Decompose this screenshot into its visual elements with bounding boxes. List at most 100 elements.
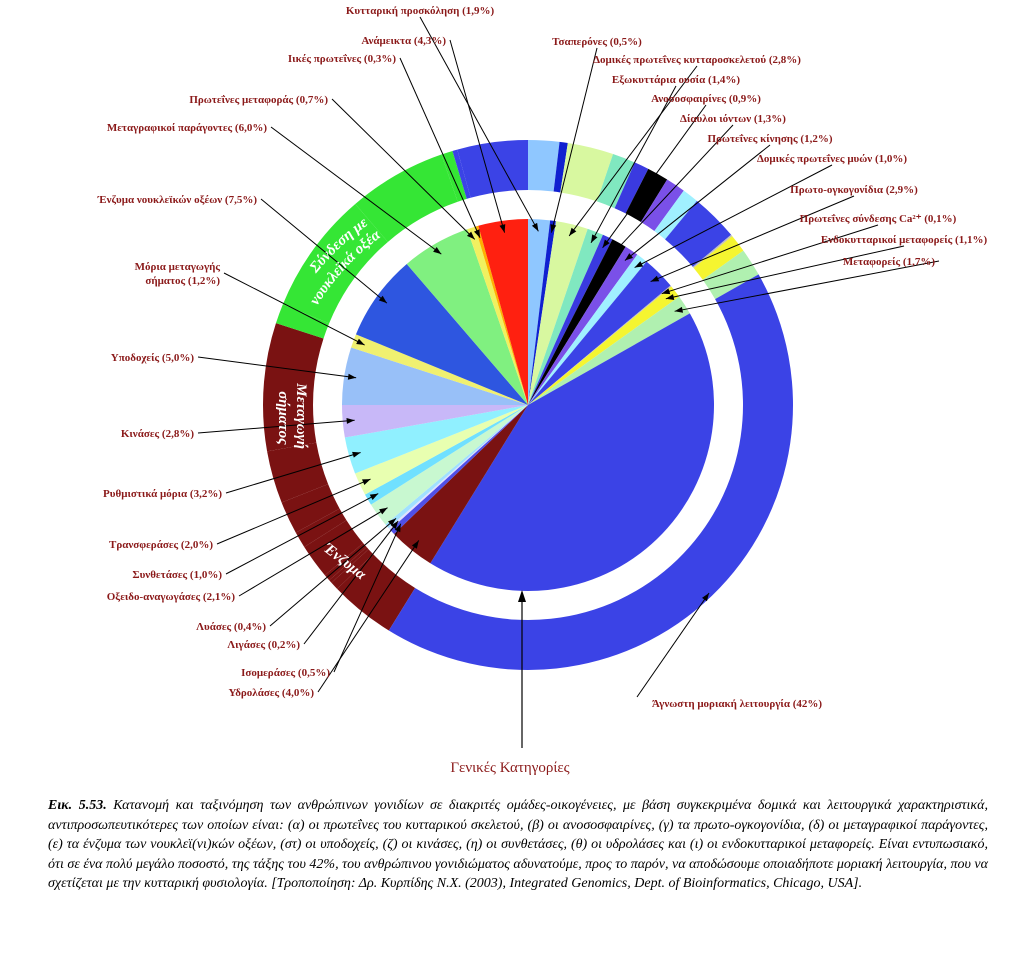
- ring-segment: [275, 304, 330, 339]
- pie-slice: [344, 405, 528, 474]
- leader-line: [602, 104, 707, 249]
- pie-slice: [394, 405, 528, 564]
- pie-slice: [388, 405, 528, 530]
- ring-segment: [337, 554, 416, 631]
- leader-line: [216, 478, 371, 545]
- pie-slice: [528, 239, 626, 405]
- ring-segment: [329, 547, 369, 583]
- pie-slice: [528, 246, 638, 405]
- ring-segment: [614, 162, 649, 214]
- pie-slice: [528, 254, 647, 405]
- ring-segment: [263, 405, 317, 452]
- pie-slice: [355, 405, 528, 495]
- slice-label: Ανοσοσφαιρίνες (0,9%): [651, 93, 761, 105]
- leader-arrowhead: [634, 261, 644, 268]
- ring-segment: [267, 442, 329, 503]
- leader-arrowhead: [591, 234, 598, 243]
- pie-slice: [342, 405, 528, 438]
- pie-slice: [474, 225, 528, 405]
- leader-line: [674, 260, 940, 312]
- slice-label: Ενδοκυτταρικοί μεταφορείς (1,1%): [821, 234, 988, 246]
- slice-labels: Κυτταρική προσκόληση (1,9%) Τσαπερόνες (0…: [97, 5, 988, 710]
- pie-slice: [528, 220, 556, 405]
- leader-line: [333, 523, 402, 673]
- leader-line: [197, 356, 357, 379]
- leader-line: [331, 98, 476, 240]
- slice-label: Κυτταρική προσκόληση (1,9%): [346, 5, 495, 17]
- leader-line: [650, 195, 855, 283]
- slice-label: Άγνωστη μοριακή λειτουργία (42%): [652, 698, 822, 710]
- leader-line: [225, 452, 361, 494]
- caption-text: Κατανομή και ταξινόμηση των ανθρώπινων γ…: [48, 798, 988, 891]
- slice-label: Δομικές πρωτεΐνες μυών (1,0%): [757, 153, 907, 165]
- ring-segment: [331, 549, 374, 589]
- leader-arrowhead: [433, 246, 442, 255]
- slice-label: Εξωκυττάρια ουσία (1,4%): [612, 74, 740, 86]
- leader-arrowhead: [346, 417, 355, 424]
- slice-label: Τρανσφεράσες (2,0%): [109, 539, 213, 551]
- pie-slice: [370, 405, 528, 525]
- slice-label: Ιικές πρωτεΐνες (0,3%): [288, 53, 396, 65]
- leader-arrowhead: [661, 288, 671, 295]
- pie-slice: [430, 313, 714, 591]
- leader-line: [399, 57, 481, 238]
- slice-label: Ένζυμα νουκλεϊκών οξέων (7,5%): [97, 194, 258, 206]
- leader-line: [634, 164, 833, 268]
- leader-line: [568, 65, 698, 237]
- caption-label: Εικ. 5.53.: [48, 798, 107, 813]
- outer-ring-groups: [263, 140, 794, 671]
- leader-arrowhead: [466, 231, 475, 240]
- ring-segment: [625, 168, 668, 223]
- leader-line: [260, 198, 388, 304]
- leader-arrowhead: [665, 294, 675, 300]
- leader-arrowhead: [550, 224, 557, 233]
- ring-segment: [295, 508, 347, 547]
- leader-line: [197, 419, 355, 434]
- pie-slice: [355, 263, 528, 405]
- slice-label: Πρωτεΐνες σύνδεσης Ca²⁺ (0,1%): [800, 213, 957, 225]
- leader-arrowhead: [356, 338, 365, 346]
- pie-slice: [528, 261, 671, 405]
- ring-segment: [304, 520, 364, 576]
- leader-line: [449, 39, 506, 233]
- leader-arrowhead: [379, 507, 388, 515]
- slice-label: Οξειδο-αναγωγάσες (2,1%): [107, 591, 236, 603]
- leader-line: [238, 507, 388, 597]
- leader-arrowhead: [347, 373, 357, 380]
- pie-slice: [342, 347, 528, 405]
- slice-label: Μεταφορείς (1,7%): [843, 256, 935, 268]
- leader-arrowhead: [674, 306, 684, 313]
- leader-arrowhead: [352, 451, 361, 458]
- leader-arrowhead: [473, 229, 480, 238]
- inner-pie-slices: [342, 219, 714, 591]
- leader-arrowhead: [602, 239, 610, 248]
- ring-segment: [441, 150, 467, 202]
- slice-label: Κινάσες (2,8%): [121, 428, 195, 440]
- leader-arrowhead: [369, 493, 379, 500]
- pie-slice: [385, 405, 528, 529]
- category-title: Γενικές Κατηγορίες: [450, 760, 569, 776]
- leader-line: [270, 126, 442, 255]
- ring-segment: [654, 190, 697, 240]
- slice-label: Τσαπερόνες (0,5%): [552, 36, 642, 48]
- leader-arrowhead: [411, 540, 419, 549]
- pie-slice: [406, 229, 528, 405]
- leader-arrowhead: [362, 479, 371, 485]
- leader-arrowhead: [388, 518, 397, 526]
- leader-line: [661, 224, 879, 295]
- pie-slice: [528, 286, 680, 405]
- leader-arrowhead: [499, 224, 506, 233]
- slice-label: Λιγάσες (0,2%): [227, 639, 300, 651]
- leader-arrowhead: [569, 227, 577, 236]
- pie-slice: [365, 405, 528, 505]
- leader-arrowhead: [624, 253, 634, 261]
- leader-line: [612, 124, 734, 254]
- leader-line: [223, 272, 365, 346]
- pie-slice: [467, 226, 528, 405]
- leader-line: [303, 520, 399, 645]
- pie-slice: [478, 219, 528, 405]
- pie-slice: [528, 234, 613, 405]
- leader-line: [624, 144, 771, 261]
- ring-segment: [263, 323, 324, 405]
